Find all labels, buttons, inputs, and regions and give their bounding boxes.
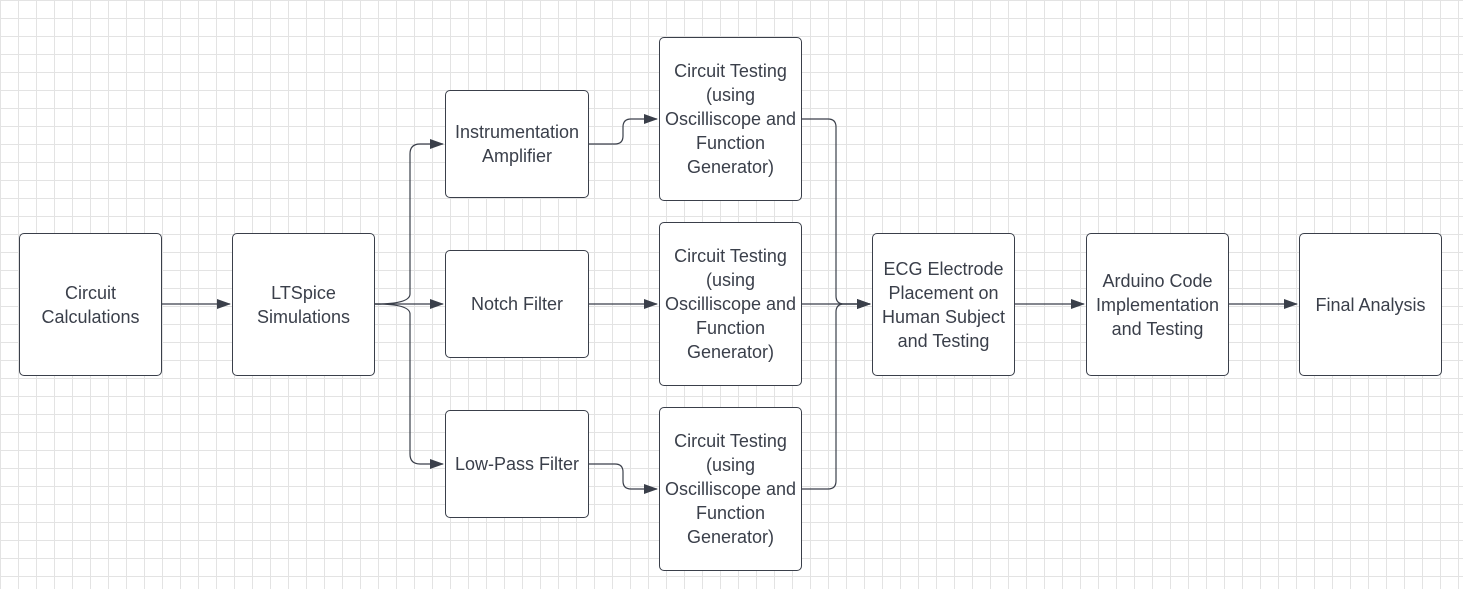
node-label: Instrumentation Amplifier xyxy=(454,122,580,166)
node-label: Circuit Testing (using Oscilliscope and … xyxy=(664,246,797,362)
node-label: Circuit Calculations xyxy=(41,282,140,327)
final-analysis-box[interactable]: Final Analysis xyxy=(1299,233,1442,376)
node-label: Arduino Code Implementation and Testing xyxy=(1095,270,1220,339)
node-label: Notch Filter xyxy=(470,294,564,314)
node-label: Final Analysis xyxy=(1315,294,1426,315)
node-label: ECG Electrode Placement on Human Subject… xyxy=(881,258,1006,351)
edge-ltspice-simulations-to-notch-filter xyxy=(374,139,444,305)
ecg-electrode-placement-box[interactable]: ECG Electrode Placement on Human Subject… xyxy=(872,233,1015,376)
node-label: Circuit Testing (using Oscilliscope and … xyxy=(664,61,797,177)
edge-circuit-testing-1-to-ecg-electrode-placement xyxy=(802,118,871,309)
node-label: Circuit Testing (using Oscilliscope and … xyxy=(664,431,797,547)
edge-ltspice-simulations-to-low-pass-filter xyxy=(374,303,444,469)
arduino-code-box[interactable]: Arduino Code Implementation and Testing xyxy=(1086,233,1229,376)
node-label: Low-Pass Filter xyxy=(454,454,580,474)
circuit-testing-2-box[interactable]: Circuit Testing (using Oscilliscope and … xyxy=(659,222,802,386)
edge-circuit-testing-3-to-ecg-electrode-placement xyxy=(802,299,871,490)
instrumentation-amplifier-box[interactable]: Instrumentation Amplifier xyxy=(445,90,589,198)
notch-filter-box[interactable]: Notch Filter xyxy=(445,250,589,358)
circuit-testing-3-box[interactable]: Circuit Testing (using Oscilliscope and … xyxy=(659,407,802,571)
ltspice-simulations-box[interactable]: LTSpice Simulations xyxy=(232,233,375,376)
low-pass-filter-box[interactable]: Low-Pass Filter xyxy=(445,410,589,518)
edge-low-pass-filter-to-circuit-testing-3 xyxy=(589,463,658,494)
circuit-calculations-box[interactable]: Circuit Calculations xyxy=(19,233,162,376)
circuit-testing-1-box[interactable]: Circuit Testing (using Oscilliscope and … xyxy=(659,37,802,201)
edge-instrumentation-amplifier-to-circuit-testing-1 xyxy=(589,114,658,145)
node-label: LTSpice Simulations xyxy=(256,282,351,327)
